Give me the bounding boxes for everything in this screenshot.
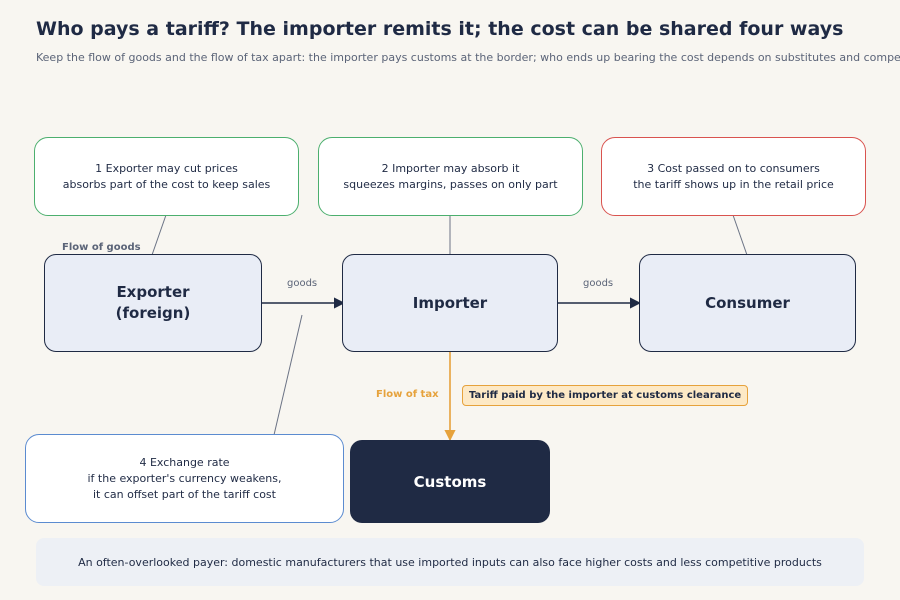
- footer-note: An often-overlooked payer: domestic manu…: [36, 538, 864, 586]
- node-consumer-label: Consumer: [705, 293, 790, 312]
- connector-note4-exchange: [273, 314, 303, 436]
- note-exchange-line3: it can offset part of the tariff cost: [93, 487, 276, 501]
- connector-note1-exporter: [151, 214, 167, 256]
- tariff-paid-badge: Tariff paid by the importer at customs c…: [462, 385, 749, 406]
- note-exporter-line1: 1 Exporter may cut prices: [95, 161, 238, 175]
- note-importer-line1: 2 Importer may absorb it: [381, 161, 520, 175]
- goods-edge-label-2: goods: [583, 278, 614, 289]
- node-importer: Importer: [342, 254, 558, 352]
- note-consumer-pass-on: 3 Cost passed on to consumers the tariff…: [601, 137, 866, 216]
- page-subtitle: Keep the flow of goods and the flow of t…: [36, 51, 900, 64]
- note-exchange-line1: 4 Exchange rate: [139, 455, 230, 469]
- note-exchange-rate: 4 Exchange rate if the exporter's curren…: [25, 434, 344, 523]
- page-title: Who pays a tariff? The importer remits i…: [36, 18, 844, 40]
- note-importer-line2: squeezes margins, passes on only part: [343, 177, 558, 191]
- note-importer-absorb: 2 Importer may absorb it squeezes margin…: [318, 137, 583, 216]
- flow-of-tax-label: Flow of tax: [376, 389, 439, 400]
- note-exporter-line2: absorbs part of the cost to keep sales: [62, 177, 271, 191]
- node-customs: Customs: [350, 440, 550, 523]
- node-customs-label: Customs: [413, 472, 487, 491]
- node-exporter: Exporter (foreign): [44, 254, 262, 352]
- note-consumer-line2: the tariff shows up in the retail price: [633, 177, 834, 191]
- node-exporter-line2: (foreign): [115, 304, 191, 322]
- note-exporter-price-cut: 1 Exporter may cut prices absorbs part o…: [34, 137, 299, 216]
- node-importer-label: Importer: [412, 293, 488, 312]
- flow-of-goods-label: Flow of goods: [62, 242, 141, 253]
- goods-edge-label-1: goods: [287, 278, 318, 289]
- note-exchange-line2: if the exporter's currency weakens,: [87, 471, 282, 485]
- node-consumer: Consumer: [639, 254, 856, 352]
- note-consumer-line1: 3 Cost passed on to consumers: [647, 161, 820, 175]
- connector-note3-consumer: [732, 214, 748, 256]
- node-exporter-line1: Exporter: [116, 283, 190, 301]
